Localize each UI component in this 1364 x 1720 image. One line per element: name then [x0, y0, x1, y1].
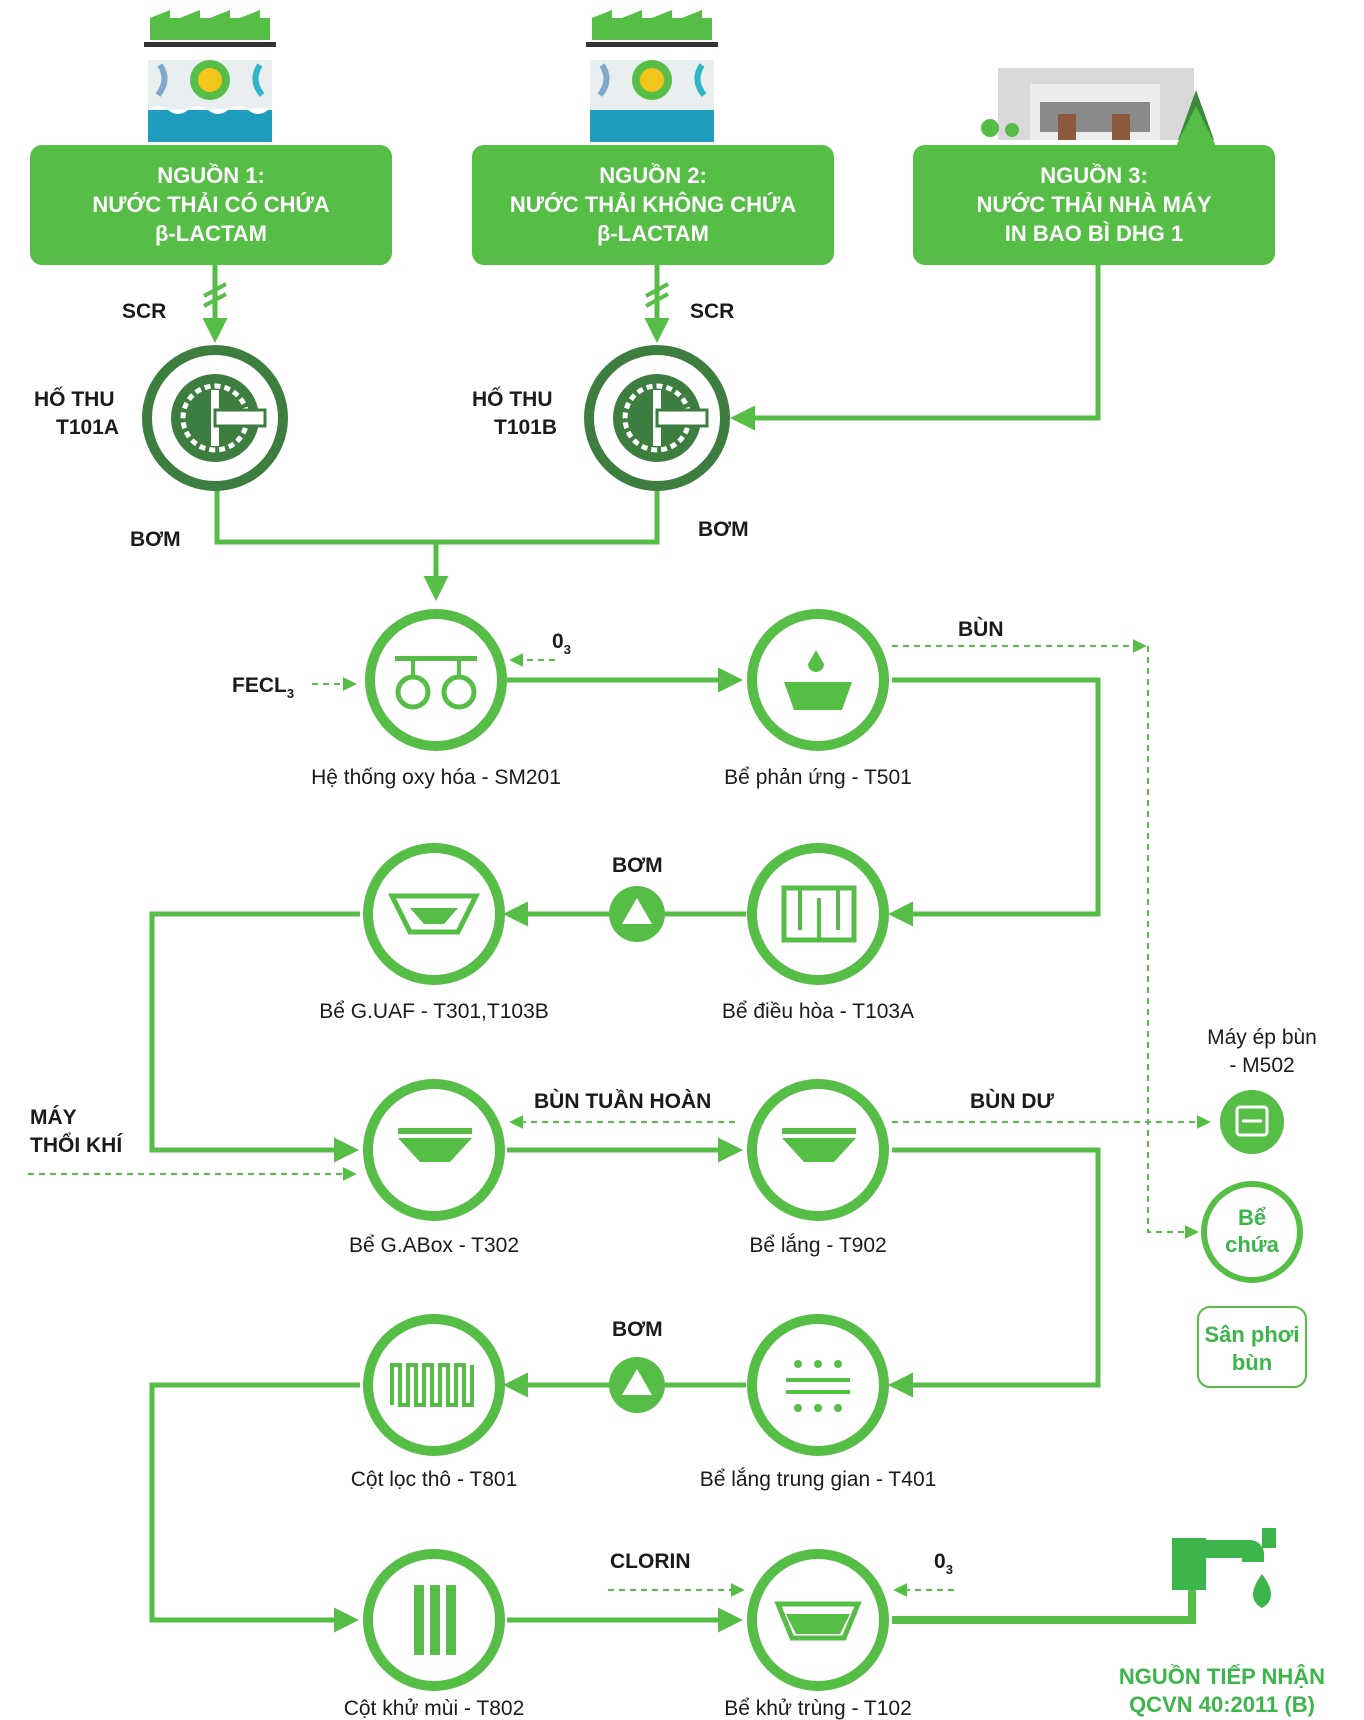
source-1-line2: NƯỚC THẢI CÓ CHỨA	[92, 192, 329, 217]
screen-symbols	[203, 282, 669, 308]
factory-illustration-2	[586, 10, 718, 142]
guaf-caption: Bể G.UAF - T301,T103B	[319, 1000, 549, 1023]
sludge-tank-line1: Bể	[1238, 1205, 1266, 1230]
unit-t802	[363, 1549, 505, 1691]
source-2-line3: β-LACTAM	[597, 221, 709, 246]
outlet-label-line1: NGUỒN TIẾP NHẬN	[1119, 1664, 1325, 1689]
press-label-line1: Máy ép bùn	[1207, 1026, 1317, 1049]
source-3-line3: IN BAO BÌ DHG 1	[1005, 221, 1183, 246]
excess-sludge-label: BÙN DƯ	[970, 1089, 1054, 1113]
pump-label-4: BƠM	[612, 1318, 663, 1341]
sludge-yard-line1: Sân phơi	[1204, 1322, 1299, 1347]
unit-t902	[747, 1079, 889, 1221]
source-2-line2: NƯỚC THẢI KHÔNG CHỨA	[510, 192, 796, 217]
source-1-line3: β-LACTAM	[155, 221, 267, 246]
sludge-yard-line2: bùn	[1232, 1350, 1272, 1375]
ozone-label-2: 03	[934, 1550, 953, 1577]
oxidation-caption: Hệ thống oxy hóa - SM201	[311, 766, 561, 789]
faucet-icon	[1172, 1528, 1276, 1608]
source-2-line1: NGUỒN 2:	[599, 163, 707, 188]
pit-t101a	[142, 345, 288, 491]
unit-t401	[747, 1314, 889, 1456]
pit-a-label-line2: T101A	[56, 416, 119, 439]
pump-label-2: BƠM	[698, 518, 749, 541]
ozone-label-1-sub: 3	[564, 642, 571, 657]
source-box-3: NGUỒN 3: NƯỚC THẢI NHÀ MÁY IN BAO BÌ DHG…	[913, 145, 1275, 265]
equalization-caption: Bể điều hòa - T103A	[722, 1000, 914, 1023]
unit-t301	[363, 843, 505, 985]
sludge-tank: Bể chứa	[1201, 1181, 1303, 1283]
source-box-1: NGUỒN 1: NƯỚC THẢI CÓ CHỨA β-LACTAM	[30, 145, 392, 265]
unit-t102	[747, 1549, 889, 1691]
sludge-tank-line2: chứa	[1225, 1232, 1280, 1257]
outlet-label-line2: QCVN 40:2011 (B)	[1129, 1692, 1315, 1717]
sludge-press-m502	[1220, 1090, 1284, 1154]
deodor-caption: Cột khử mùi - T802	[344, 1697, 525, 1720]
source-3-line1: NGUỒN 3:	[1040, 163, 1148, 188]
unit-sm201	[365, 609, 507, 751]
pit-b-label-line2: T101B	[494, 416, 557, 439]
sludge-label: BÙN	[958, 617, 1004, 641]
disinfect-caption: Bể khử trùng - T102	[724, 1697, 912, 1720]
fecl-label-main: FECL	[232, 674, 287, 697]
pit-b-label-line1: HỐ THU	[472, 387, 553, 411]
unit-t103a	[747, 843, 889, 985]
blower-label-line2: THỔI KHÍ	[30, 1133, 123, 1157]
ozone-label-2-main: 0	[934, 1550, 946, 1573]
factory-illustration-1	[144, 10, 276, 142]
pit-t101b	[584, 345, 730, 491]
press-label-line2: - M502	[1229, 1054, 1294, 1077]
fecl-label: FECL3	[232, 674, 294, 701]
ozone-label-2-sub: 3	[946, 1562, 953, 1577]
fecl-label-sub: 3	[287, 686, 294, 701]
pump-icon-2	[609, 1357, 665, 1413]
unit-t801	[363, 1314, 505, 1456]
ozone-label-1: 03	[552, 630, 571, 657]
recycle-sludge-label: BÙN TUẦN HOÀN	[534, 1089, 711, 1113]
source-1-line1: NGUỒN 1:	[157, 163, 265, 188]
scr-label-1: SCR	[122, 300, 166, 323]
inter-settling-caption: Bể lắng trung gian - T401	[700, 1468, 937, 1491]
gabox-caption: Bể G.ABox - T302	[349, 1234, 519, 1257]
ozone-label-1-main: 0	[552, 630, 564, 653]
blower-label-line1: MÁY	[30, 1106, 77, 1129]
scr-label-2: SCR	[690, 300, 734, 323]
sludge-drying-yard: Sân phơi bùn	[1197, 1306, 1307, 1388]
source-3-line2: NƯỚC THẢI NHÀ MÁY	[976, 192, 1211, 217]
pump-label-1: BƠM	[130, 528, 181, 551]
source-box-2: NGUỒN 2: NƯỚC THẢI KHÔNG CHỨA β-LACTAM	[472, 145, 834, 265]
clorin-label: CLORIN	[610, 1550, 691, 1573]
settling-caption: Bể lắng - T902	[749, 1234, 886, 1257]
unit-t501	[747, 609, 889, 751]
pump-label-3: BƠM	[612, 854, 663, 877]
coarse-filter-caption: Cột lọc thô - T801	[351, 1468, 518, 1491]
reaction-caption: Bể phản ứng - T501	[724, 766, 912, 789]
pit-a-label-line1: HỐ THU	[34, 387, 115, 411]
dashed-lines	[28, 639, 1211, 1597]
unit-t302	[363, 1079, 505, 1221]
factory-illustration-3	[981, 68, 1216, 146]
pump-icon-1	[609, 886, 665, 942]
